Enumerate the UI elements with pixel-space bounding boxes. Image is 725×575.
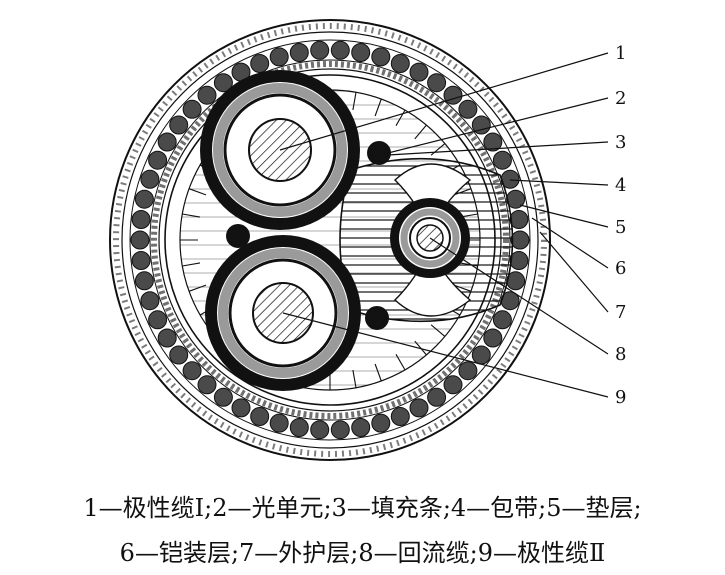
armor-wire bbox=[492, 150, 512, 170]
leader-lines bbox=[279, 52, 609, 398]
armor-wire bbox=[213, 73, 233, 93]
filler-spoke bbox=[430, 324, 446, 337]
armor-wire bbox=[371, 413, 391, 433]
armor-wire bbox=[169, 345, 189, 365]
callout-8: 8 bbox=[615, 344, 626, 365]
caption-line-2: 6—铠装层;7—外护层;8—回流缆;9—极性缆Ⅱ bbox=[119, 539, 606, 567]
armor-wire bbox=[371, 47, 391, 67]
filler-spoke bbox=[352, 369, 357, 388]
callout-1: 1 bbox=[615, 43, 626, 64]
callout-5: 5 bbox=[615, 217, 626, 238]
filler-spoke bbox=[395, 354, 406, 371]
armor-wire bbox=[471, 115, 491, 135]
filler-spoke bbox=[182, 213, 201, 218]
armor-wire bbox=[351, 43, 371, 62]
armor-wire bbox=[427, 73, 447, 93]
armor-wire bbox=[169, 115, 189, 135]
armor-wire bbox=[310, 420, 330, 440]
armor-wire bbox=[140, 291, 160, 311]
armor-wire bbox=[197, 375, 217, 395]
filler-spoke bbox=[374, 363, 382, 382]
armor-wire bbox=[510, 230, 530, 250]
armor-wire bbox=[390, 407, 410, 426]
armor-wire bbox=[443, 375, 463, 395]
callout-3: 3 bbox=[615, 132, 626, 153]
callout-9: 9 bbox=[615, 387, 626, 408]
armor-wire bbox=[269, 47, 289, 67]
armor-wire bbox=[483, 132, 503, 152]
filler-spoke bbox=[188, 188, 207, 196]
armor-wire bbox=[157, 328, 177, 348]
armor-wire bbox=[250, 54, 270, 73]
armor-wire bbox=[492, 310, 512, 330]
callout-7: 7 bbox=[615, 302, 626, 323]
armor-wire bbox=[330, 420, 350, 440]
armor-wire bbox=[134, 189, 154, 209]
callout-2: 2 bbox=[615, 88, 626, 109]
armor-wire bbox=[131, 251, 151, 270]
callout-numbers: 1 2 3 4 5 6 7 8 9 bbox=[615, 43, 626, 408]
armor-wire bbox=[351, 418, 371, 437]
armor-wire bbox=[130, 230, 150, 250]
callout-6: 6 bbox=[615, 258, 626, 279]
filler-spoke bbox=[374, 98, 382, 117]
armor-wire bbox=[289, 43, 309, 62]
filler-spoke bbox=[395, 109, 406, 126]
armor-wire bbox=[157, 132, 177, 152]
armor-wire bbox=[409, 62, 429, 82]
filler-spoke bbox=[352, 92, 357, 111]
armor-wire bbox=[310, 40, 330, 60]
armor-wire bbox=[231, 398, 251, 418]
small-fillers bbox=[226, 141, 391, 330]
armor-wire bbox=[250, 407, 270, 426]
armor-wire bbox=[471, 345, 491, 365]
armor-wire bbox=[182, 99, 202, 119]
armor-wire bbox=[458, 361, 478, 381]
filler-spoke bbox=[430, 143, 446, 156]
callout-4: 4 bbox=[615, 175, 626, 196]
armor-wire bbox=[390, 54, 410, 73]
armor-wire bbox=[140, 169, 160, 189]
armor-wire bbox=[289, 418, 309, 437]
filler-spoke bbox=[414, 124, 427, 140]
armor-wire bbox=[182, 361, 202, 381]
armor-wire bbox=[483, 328, 503, 348]
armor-wire bbox=[458, 99, 478, 119]
cable-cross-section-diagram: 1 2 3 4 5 6 7 8 9 bbox=[109, 19, 626, 461]
armor-wire bbox=[443, 85, 463, 105]
caption-line-1: 1—极性缆Ⅰ;2—光单元;3—填充条;4—包带;5—垫层; bbox=[83, 494, 642, 522]
armor-wire bbox=[330, 40, 350, 60]
armor-wire bbox=[197, 85, 217, 105]
armor-wire bbox=[213, 387, 233, 407]
armor-wire bbox=[409, 398, 429, 418]
armor-wire bbox=[269, 413, 289, 433]
armor-wire bbox=[131, 210, 151, 229]
filler-spoke bbox=[182, 262, 201, 267]
armor-wire bbox=[148, 150, 168, 170]
armor-wire bbox=[427, 387, 447, 407]
filler-spoke bbox=[188, 284, 207, 292]
armor-layer bbox=[129, 39, 531, 441]
armor-wire bbox=[148, 310, 168, 330]
armor-wire bbox=[134, 271, 154, 291]
